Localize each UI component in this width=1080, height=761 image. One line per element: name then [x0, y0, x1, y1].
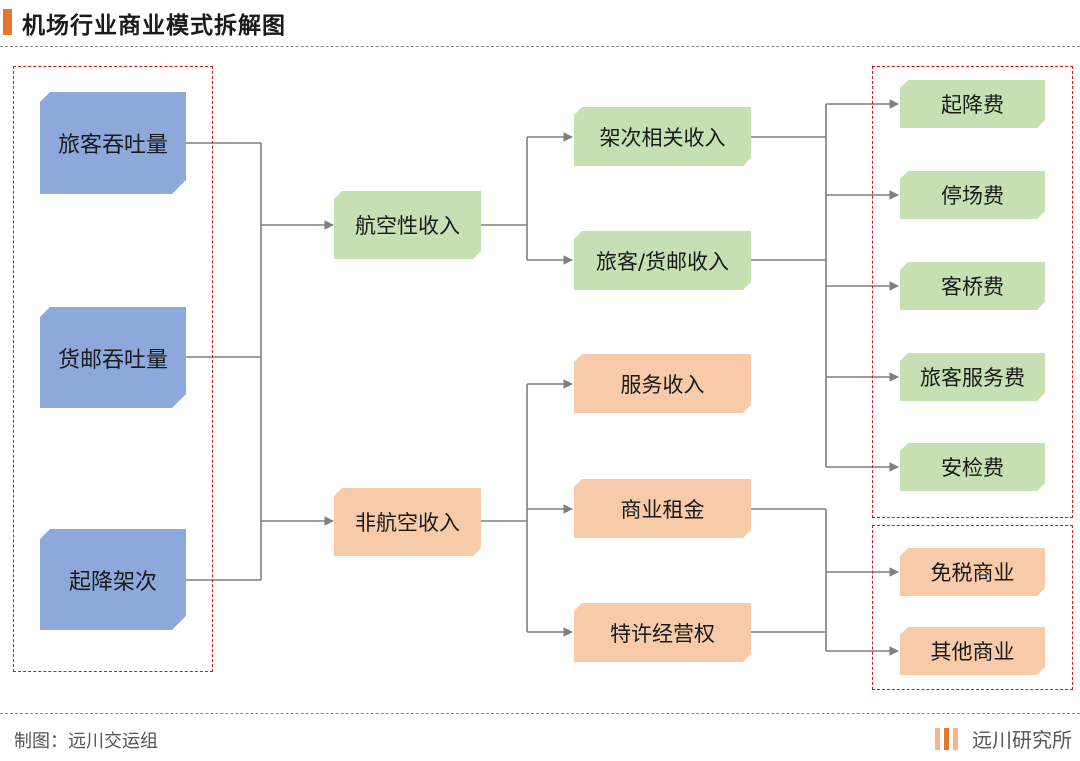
fees-group: [872, 66, 1073, 518]
aero-child-passenger-cargo-revenue: 旅客/货邮收入: [574, 231, 751, 290]
fee-security: 安检费: [900, 443, 1045, 491]
fee-bridge: 客桥费: [900, 262, 1045, 310]
inputs-group: [13, 66, 213, 672]
commercial-group: [872, 525, 1073, 690]
brand-logo-icon: [935, 727, 962, 750]
logo-bar: [935, 727, 940, 750]
brand-name: 远川研究所: [972, 728, 1072, 752]
footer-credit: 制图：远川交运组: [14, 731, 158, 752]
bottom-divider: [0, 713, 1080, 714]
nonaero-child-service-revenue: 服务收入: [574, 354, 751, 413]
fee-passenger-service: 旅客服务费: [900, 353, 1045, 401]
aero-revenue: 航空性收入: [334, 191, 481, 259]
input-aircraft-movements: 起降架次: [40, 529, 186, 630]
commercial-duty-free: 免税商业: [900, 548, 1045, 596]
fee-parking: 停场费: [900, 171, 1045, 219]
input-passenger-throughput: 旅客吞吐量: [40, 92, 186, 194]
nonaero-child-concession-rights: 特许经营权: [574, 603, 751, 662]
title-accent-bar: [3, 9, 12, 35]
logo-bar: [953, 727, 958, 750]
top-divider: [0, 46, 1080, 47]
page-title: 机场行业商业模式拆解图: [22, 13, 286, 39]
aero-child-movement-revenue: 架次相关收入: [574, 107, 751, 166]
logo-bar: [944, 727, 949, 750]
input-cargo-throughput: 货邮吞吐量: [40, 307, 186, 408]
non-aero-revenue: 非航空收入: [334, 488, 481, 556]
footer-brand: 远川研究所: [935, 724, 1072, 753]
nonaero-child-commercial-rent: 商业租金: [574, 479, 751, 538]
fee-landing: 起降费: [900, 80, 1045, 128]
commercial-other: 其他商业: [900, 627, 1045, 675]
